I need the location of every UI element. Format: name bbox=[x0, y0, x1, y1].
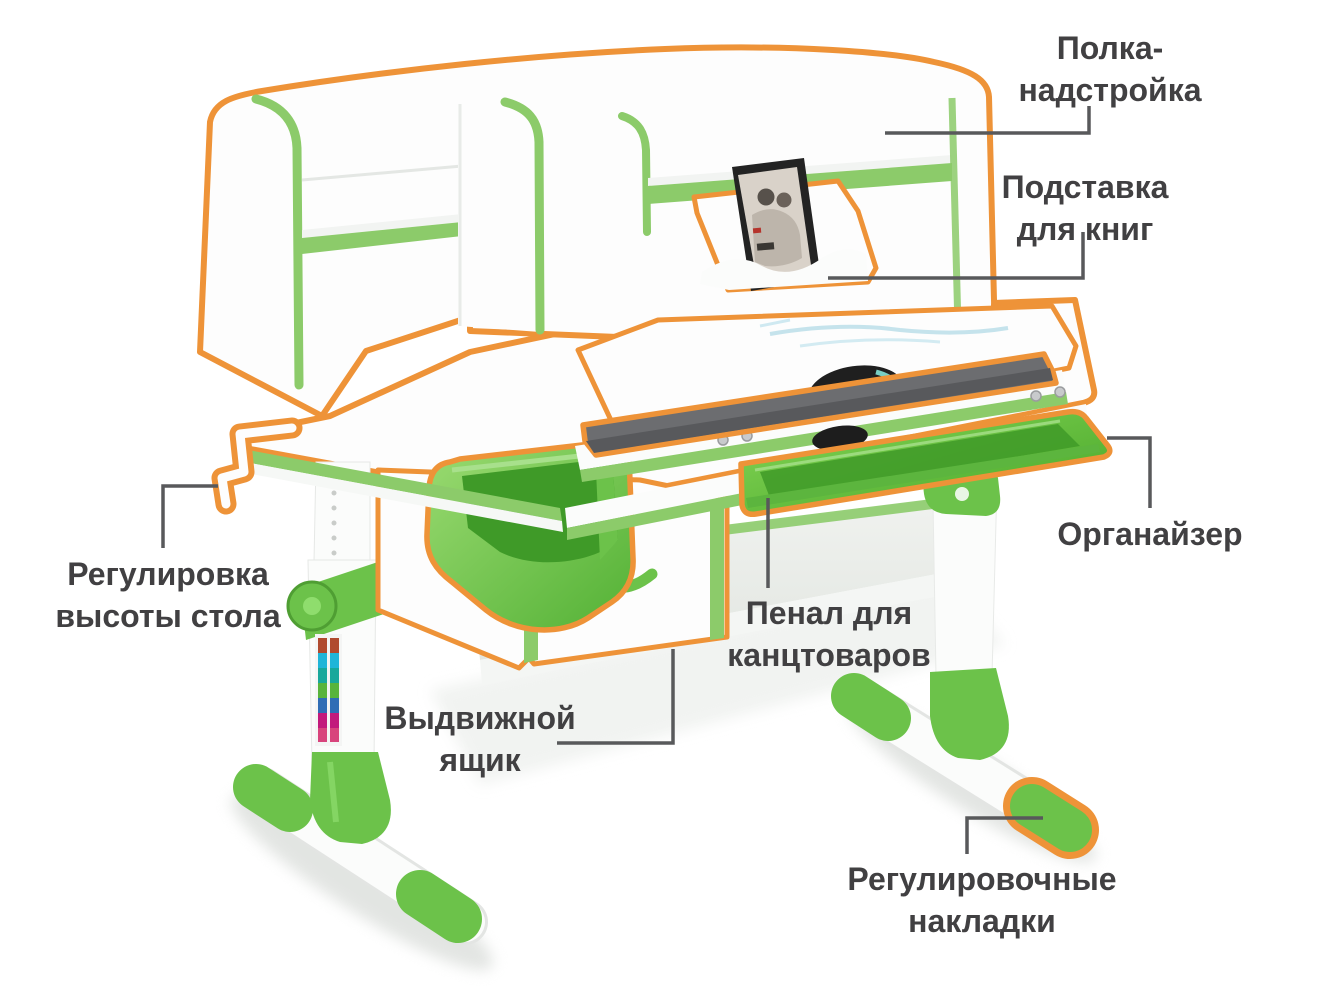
label-drawer-line2: ящик bbox=[439, 742, 521, 778]
label-drawer-line1: Выдвижной bbox=[384, 700, 576, 736]
label-shelf-hutch-line2: надстройка bbox=[1018, 72, 1202, 108]
left-back-foot-cap bbox=[233, 764, 313, 832]
label-pencil-case-line2: канцтоваров bbox=[727, 637, 931, 673]
label-drawer: Выдвижной ящик bbox=[360, 697, 600, 781]
right-leg-joint bbox=[930, 668, 1009, 760]
leader-organizer bbox=[1107, 436, 1152, 508]
label-height-adjust-line2: высоты стола bbox=[55, 598, 281, 634]
height-clamp bbox=[286, 560, 390, 640]
adjustment-pad bbox=[1010, 784, 1092, 852]
label-height-adjust-line1: Регулировка bbox=[67, 556, 269, 592]
label-foot-pads-line2: накладки bbox=[908, 903, 1056, 939]
label-foot-pads: Регулировочные накладки bbox=[837, 858, 1127, 942]
label-foot-pads-line1: Регулировочные bbox=[847, 861, 1117, 897]
tablet bbox=[732, 158, 821, 291]
crank-handle bbox=[211, 417, 303, 515]
label-pencil-case: Пенал для канцтоваров bbox=[709, 592, 949, 676]
left-front-foot-cap bbox=[396, 870, 482, 943]
organizer-tray bbox=[738, 408, 1113, 518]
book-stand bbox=[691, 158, 879, 293]
label-organizer: Органайзер bbox=[1030, 513, 1270, 555]
label-book-stand: Подставка для книг bbox=[965, 166, 1205, 250]
left-skid bbox=[233, 752, 488, 945]
leader-foot-pads bbox=[965, 816, 1043, 854]
label-shelf-hutch: Полка- надстройка bbox=[990, 27, 1230, 111]
label-shelf-hutch-line1: Полка- bbox=[1056, 30, 1164, 66]
label-book-stand-line1: Подставка bbox=[1001, 169, 1169, 205]
leader-height-adjust bbox=[161, 484, 218, 548]
label-book-stand-line2: для книг bbox=[1016, 211, 1154, 247]
label-organizer-line1: Органайзер bbox=[1057, 516, 1243, 552]
desk-sketch bbox=[759, 318, 1009, 348]
leader-lines bbox=[161, 106, 1152, 854]
label-pencil-case-line1: Пенал для bbox=[745, 595, 913, 631]
label-height-adjust: Регулировка высоты стола bbox=[38, 553, 298, 637]
right-back-foot-cap bbox=[831, 673, 911, 741]
leader-shelf-hutch bbox=[885, 106, 1091, 135]
pencil-ledge bbox=[580, 351, 1059, 458]
leader-book-stand bbox=[828, 232, 1085, 280]
leader-drawer bbox=[557, 649, 675, 745]
height-scale-sticker bbox=[315, 634, 342, 746]
right-skid bbox=[831, 668, 1099, 859]
